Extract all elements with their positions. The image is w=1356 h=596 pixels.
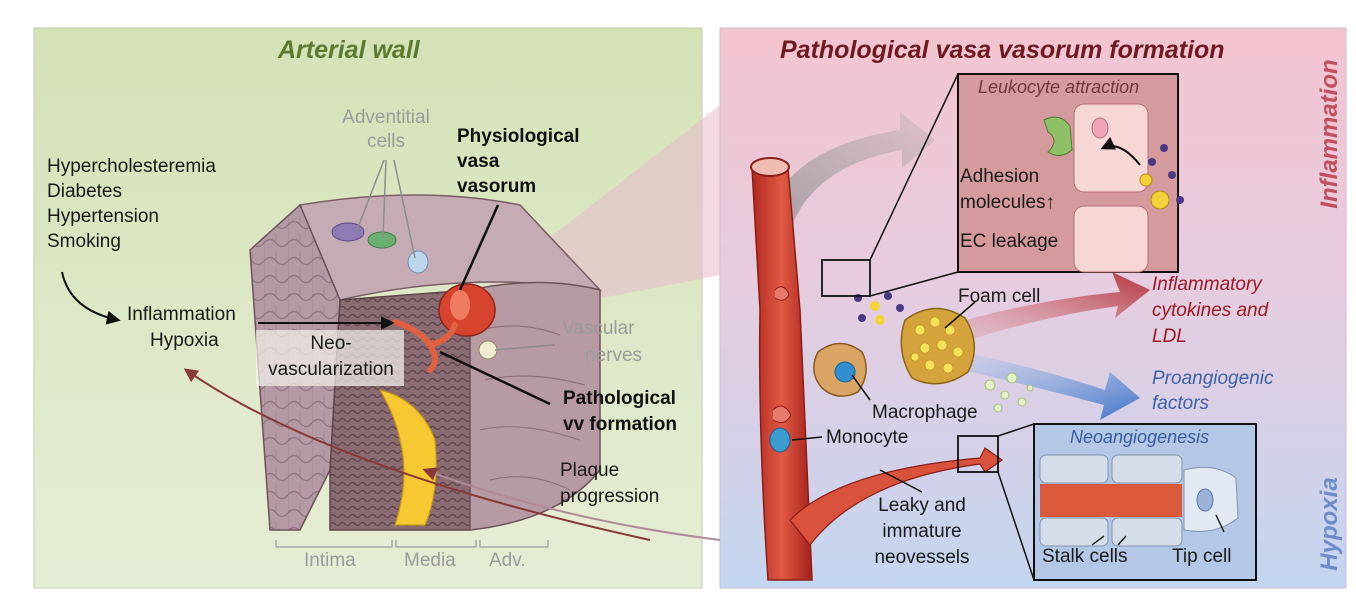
- ec-leakage-label: EC leakage: [960, 231, 1058, 253]
- adventitial-cells-label-2: cells: [336, 131, 436, 153]
- side-label-inflammation: Inflammation: [1316, 59, 1344, 209]
- risk-factor-hypercholesteremia: Hypercholesteremia: [47, 156, 216, 178]
- hypoxia-label: Hypoxia: [150, 330, 219, 352]
- pathological-vv-label-1: Pathological: [563, 388, 676, 410]
- sprout-lumen: [1040, 484, 1182, 517]
- vascular-nerve: [479, 341, 497, 359]
- plaque-progression-label-1: Plaque: [560, 460, 619, 482]
- side-label-hypoxia: Hypoxia: [1316, 474, 1344, 574]
- physiological-vv-label-3: vasorum: [457, 176, 536, 198]
- vascular-nerves-label-2: nerves: [585, 345, 642, 367]
- tip-cell-label: Tip cell: [1172, 546, 1231, 568]
- right-panel-title: Pathological vasa vasorum formation: [780, 36, 1225, 65]
- neovascularization-label-2: vascularization: [256, 359, 406, 381]
- leaky-neovessels-label-1: Leaky and: [862, 495, 982, 517]
- adhesion-label-2: molecules↑: [960, 192, 1055, 214]
- foam-cell-label: Foam cell: [958, 286, 1040, 308]
- macrophage-label: Macrophage: [872, 402, 978, 424]
- artery-lumen: [751, 158, 789, 176]
- pathological-vv-label-2: vv formation: [563, 414, 677, 436]
- adhesion-label-1: Adhesion: [960, 166, 1039, 188]
- adventitial-cell-blue: [408, 251, 428, 273]
- leukocyte-attraction-title: Leukocyte attraction: [978, 77, 1139, 98]
- left-panel-title: Arterial wall: [278, 36, 420, 65]
- inflammatory-label-1: Inflammatory: [1152, 274, 1262, 296]
- inflammatory-label-2: cytokines and: [1152, 300, 1268, 322]
- adventitial-cell-green: [368, 232, 396, 248]
- stalk-cells-label: Stalk cells: [1042, 546, 1128, 568]
- leaky-neovessels-label-2: immature: [862, 521, 982, 543]
- physiological-vv-label-1: Physiological: [457, 126, 579, 148]
- proangiogenic-label-1: Proangiogenic: [1152, 368, 1273, 390]
- monocyte-label: Monocyte: [826, 427, 908, 449]
- risk-factor-hypertension: Hypertension: [47, 206, 159, 228]
- risk-factor-smoking: Smoking: [47, 231, 121, 253]
- inflammatory-label-3: LDL: [1152, 326, 1187, 348]
- layer-adventitia: Adv.: [489, 550, 526, 572]
- monocyte-cell: [770, 428, 790, 452]
- layer-media: Media: [404, 550, 456, 572]
- inflammation-label: Inflammation: [127, 304, 236, 326]
- proangiogenic-label-2: factors: [1152, 393, 1209, 415]
- physiological-vv-label-2: vasa: [457, 151, 499, 173]
- risk-factor-diabetes: Diabetes: [47, 181, 122, 203]
- vascular-nerves-label-1: Vascular: [562, 318, 635, 340]
- layer-intima: Intima: [304, 550, 356, 572]
- adventitial-cells-label-1: Adventitial: [336, 107, 436, 129]
- leaky-neovessels-label-3: neovessels: [862, 547, 982, 569]
- neoangiogenesis-title: Neoangiogenesis: [1070, 427, 1209, 448]
- neovascularization-label-1: Neo-: [256, 333, 406, 355]
- plaque-progression-label-2: progression: [560, 486, 659, 508]
